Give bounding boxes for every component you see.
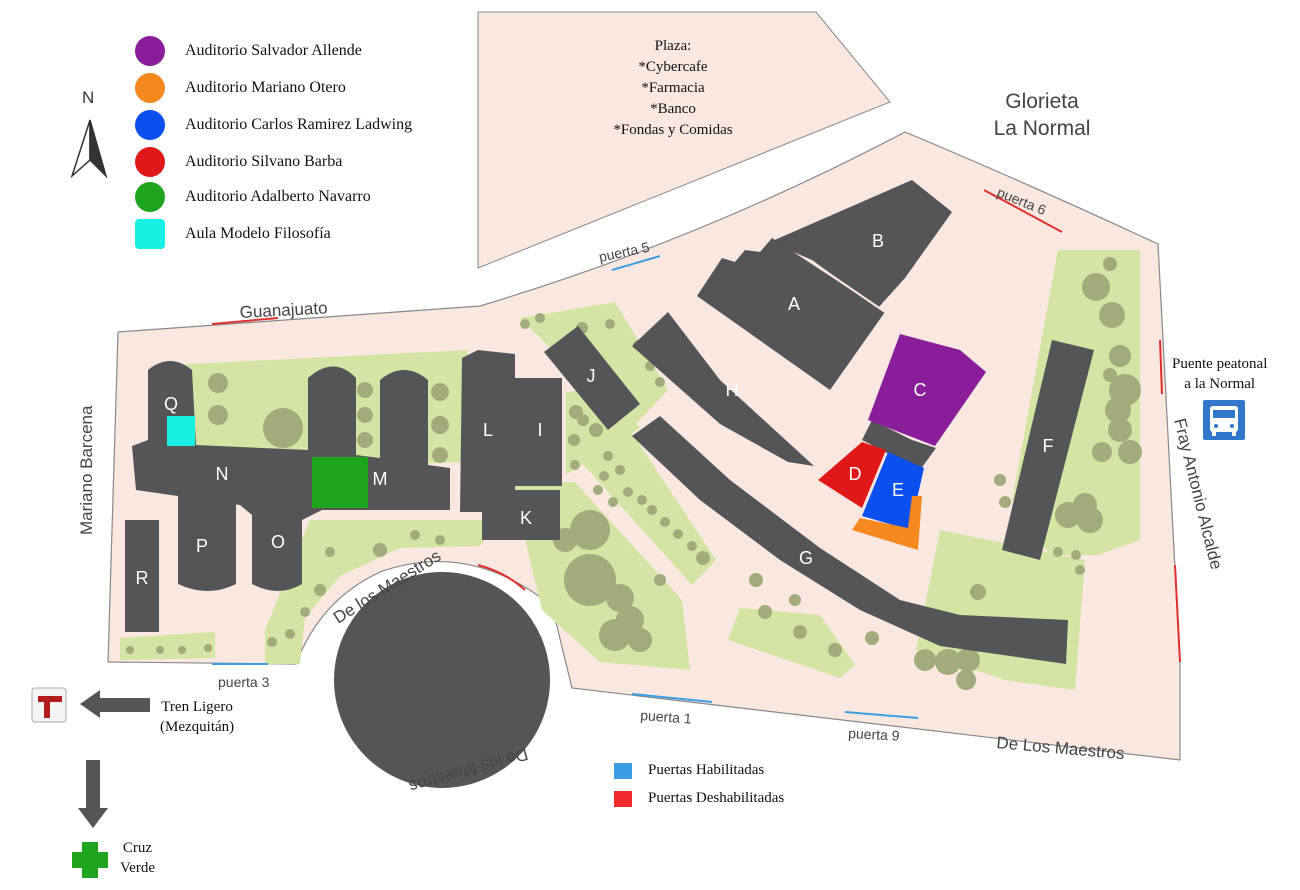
legend-swatch — [135, 147, 165, 177]
legend-item-adalberto-navarro: Auditorio Adalberto Navarro — [135, 182, 475, 214]
plaza-item: *Farmacia — [641, 80, 705, 96]
plaza-area — [477, 11, 891, 269]
building-h — [632, 312, 814, 466]
plaza-item: *Cybercafe — [638, 59, 708, 75]
roundabout — [334, 572, 550, 788]
train-direction-arrow — [80, 690, 150, 718]
label-building-m: M — [373, 469, 388, 489]
building-g — [632, 416, 1068, 664]
medical-cross-icon — [72, 842, 108, 878]
legend-swatch — [135, 182, 165, 212]
label-building-r: R — [136, 568, 149, 588]
building-k — [482, 490, 560, 540]
label-building-b: B — [872, 231, 884, 251]
doors-legend-enabled: Puertas Habilitadas — [614, 760, 874, 780]
glorieta-line1: Glorieta — [1005, 90, 1079, 113]
cruz-line1: Cruz — [122, 840, 153, 856]
label-building-i: I — [537, 420, 542, 440]
door-label-disabled: Puertas Deshabilitadas — [648, 790, 785, 806]
cruz-verde-label: Cruz Verde — [120, 838, 155, 878]
label-building-e: E — [892, 480, 904, 500]
label-building-h: H — [726, 380, 739, 400]
label-building-o: O — [271, 532, 285, 552]
legend-item-mariano-otero: Auditorio Mariano Otero — [135, 73, 475, 105]
train-logo-icon — [31, 687, 67, 723]
legend-item-silvano-barba: Auditorio Silvano Barba — [135, 147, 475, 179]
label-building-l: L — [483, 420, 493, 440]
legend-label: Auditorio Carlos Ramirez Ladwing — [185, 116, 413, 133]
label-building-n: N — [216, 464, 229, 484]
north-arrow-icon — [70, 119, 108, 179]
building-c — [868, 334, 986, 446]
label-building-k: K — [520, 508, 532, 528]
bus-stop-icon — [1203, 400, 1245, 440]
building-r — [125, 520, 159, 632]
legend-item-carlos-ramirez: Auditorio Carlos Ramirez Ladwing — [135, 110, 475, 142]
label-building-c: C — [914, 380, 927, 400]
buildings — [125, 180, 1094, 664]
cruz-line2: Verde — [120, 860, 155, 876]
building-f — [1002, 340, 1094, 560]
label-building-f: F — [1043, 436, 1054, 456]
cruz-direction-arrow — [78, 760, 108, 828]
legend-label: Auditorio Mariano Otero — [185, 79, 346, 96]
building-q-n — [132, 361, 450, 520]
plaza-item: *Banco — [650, 101, 696, 117]
gate-puerta-9: puerta 9 — [848, 725, 900, 744]
doors-legend-disabled: Puertas Deshabilitadas — [614, 788, 874, 808]
legend-label: Auditorio Adalberto Navarro — [185, 188, 371, 205]
door-swatch-enabled — [614, 763, 632, 779]
building-cde-base — [862, 420, 936, 470]
puente-line1: Puente peatonal — [1172, 356, 1268, 372]
puente-line2: a la Normal — [1184, 376, 1256, 392]
glorieta-line2: La Normal — [994, 117, 1091, 140]
building-i — [514, 378, 562, 486]
tren-ligero-label: Tren Ligero (Mezquitán) — [160, 697, 234, 737]
legend-swatch — [135, 36, 165, 66]
building-j — [544, 326, 640, 430]
legend-swatch — [135, 219, 165, 249]
tren-line2: (Mezquitán) — [160, 719, 235, 735]
door-label-enabled: Puertas Habilitadas — [648, 762, 765, 778]
legend-item-aula-modelo: Aula Modelo Filosofía — [135, 219, 475, 251]
gate-puerta-1: puerta 1 — [640, 707, 693, 727]
street-guanajuato: Guanajuato — [239, 298, 328, 322]
legend-swatch — [135, 73, 165, 103]
building-d — [818, 442, 886, 508]
gates — [211, 189, 1181, 719]
door-swatch-disabled — [614, 791, 632, 807]
legend-swatch — [135, 110, 165, 140]
compass-north-letter: N — [82, 88, 95, 107]
plaza-item: *Fondas y Comidas — [613, 122, 733, 138]
label-building-p: P — [196, 536, 208, 556]
street-mariano-barcena: Mariano Barcena — [77, 405, 96, 535]
legend-label: Auditorio Silvano Barba — [185, 153, 343, 170]
puente-peatonal-label: Puente peatonal a la Normal — [1172, 354, 1267, 394]
label-building-j: J — [587, 366, 596, 386]
label-building-d: D — [849, 464, 862, 484]
legend-item-salvador-allende: Auditorio Salvador Allende — [135, 36, 475, 68]
plaza-title: Plaza: — [654, 38, 692, 54]
legend-label: Aula Modelo Filosofía — [185, 225, 331, 242]
label-building-a: A — [788, 294, 800, 314]
plaza-description: Plaza: *Cybercafe *Farmacia *Banco *Fond… — [598, 36, 748, 141]
tren-line1: Tren Ligero — [161, 699, 233, 715]
gate-puerta-3: puerta 3 — [218, 674, 270, 690]
label-building-q: Q — [164, 394, 178, 414]
building-e-otero — [852, 496, 922, 550]
building-o — [252, 496, 302, 591]
building-e — [862, 452, 924, 530]
building-l — [460, 350, 515, 512]
building-m — [312, 457, 368, 508]
building-q-aula — [167, 416, 195, 446]
building-a — [697, 238, 885, 390]
building-b — [770, 180, 952, 308]
trees — [126, 257, 1142, 690]
building-p — [178, 490, 236, 591]
label-building-g: G — [799, 548, 813, 568]
legend-label: Auditorio Salvador Allende — [185, 42, 362, 59]
